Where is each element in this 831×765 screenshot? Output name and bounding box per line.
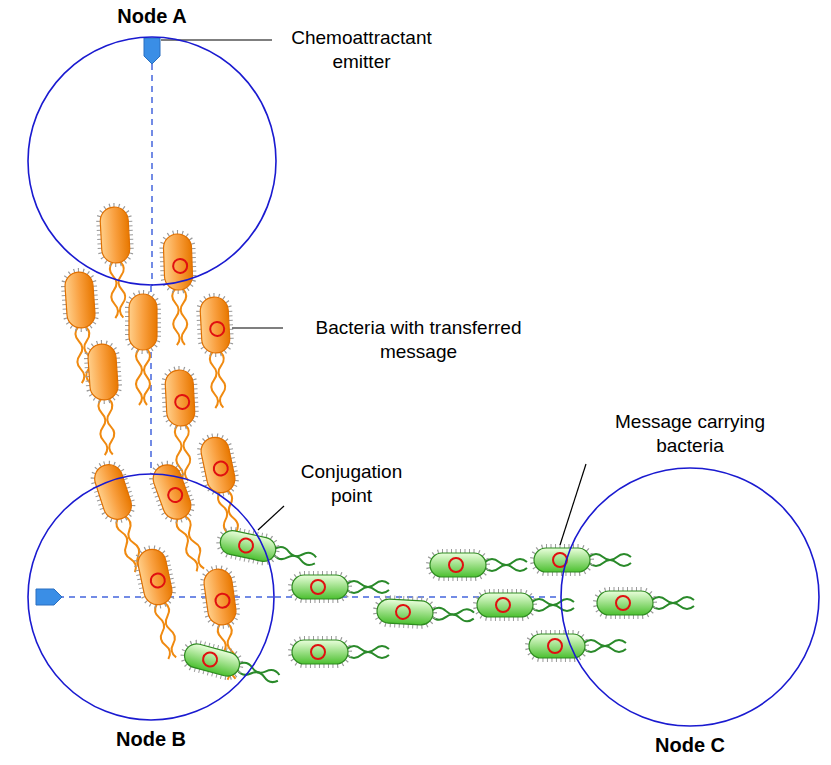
circle-outline bbox=[28, 37, 276, 285]
callout-label: Chemoattractant emitter bbox=[274, 26, 449, 74]
bacterium bbox=[430, 553, 527, 577]
callout-label: Conjugation point bbox=[284, 460, 419, 508]
emitter-symbol bbox=[144, 38, 160, 64]
callout-label: Bacteria with transferred message bbox=[286, 316, 551, 364]
bacterium bbox=[200, 296, 234, 408]
bacterium bbox=[597, 591, 694, 615]
bacterium bbox=[163, 234, 195, 346]
chemo-path bbox=[151, 64, 153, 286]
node-title: Node A bbox=[117, 4, 186, 28]
callout-label: Message carrying bacteria bbox=[590, 410, 790, 458]
node-circle: Node C bbox=[560, 467, 820, 727]
bacterium bbox=[292, 640, 389, 664]
node-title: Node B bbox=[116, 727, 186, 751]
node-circle: Node A bbox=[27, 36, 277, 286]
bacterium bbox=[477, 593, 574, 617]
bacterium bbox=[100, 206, 134, 318]
bacterium bbox=[292, 575, 389, 599]
leader-line bbox=[232, 327, 283, 328]
node-title: Node C bbox=[655, 733, 725, 757]
bacterium bbox=[529, 634, 626, 658]
circle-outline bbox=[27, 36, 277, 286]
circle-outline bbox=[27, 473, 275, 721]
bacterium bbox=[129, 294, 157, 405]
bacterium bbox=[87, 343, 123, 456]
circle-outline bbox=[561, 468, 819, 726]
leader-line bbox=[560, 464, 586, 545]
node-circle: Node B bbox=[27, 473, 275, 721]
leader-line bbox=[258, 506, 284, 530]
bacterium bbox=[135, 547, 185, 661]
bacterium bbox=[182, 641, 282, 689]
circle-outline bbox=[28, 474, 274, 720]
bacterium bbox=[376, 599, 474, 628]
emitter-symbol bbox=[36, 589, 62, 605]
bacterium bbox=[218, 528, 318, 572]
circle-outline bbox=[560, 467, 820, 727]
bacterium bbox=[534, 548, 631, 572]
